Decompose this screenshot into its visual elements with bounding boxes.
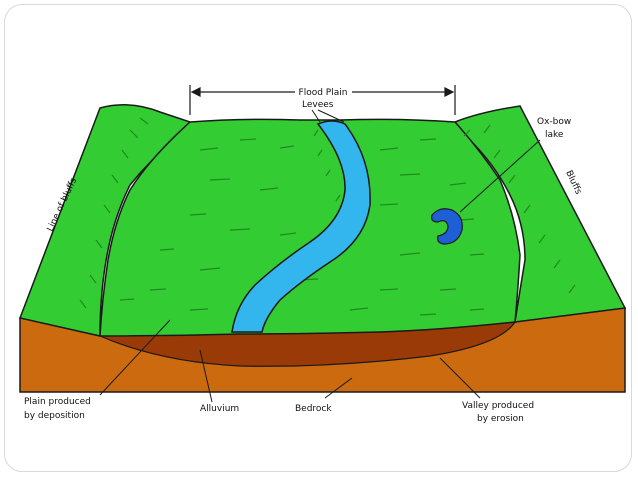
bedrock-label: Bedrock <box>295 404 332 414</box>
ox-bow-lake-label-line2: lake <box>545 130 564 140</box>
flood-plain-surface <box>99 118 521 337</box>
plain-label-line2: by deposition <box>24 411 85 421</box>
leader-lines <box>99 109 541 403</box>
plain-label-line1: Plain produced <box>24 397 91 407</box>
flood-plain-label: Flood Plain <box>299 88 348 98</box>
valley-label-line1: Valley produced <box>462 401 534 411</box>
alluvium-label: Alluvium <box>200 404 239 414</box>
left-bluff <box>18 104 192 337</box>
river <box>231 120 371 333</box>
bluffs-label: Bluffs <box>563 169 583 196</box>
grass-texture <box>79 117 576 316</box>
flood-plain-arrow <box>189 85 456 115</box>
levees-label: Levees <box>302 100 334 110</box>
valley-label-line2: by erosion <box>477 414 524 424</box>
ox-bow-lake <box>431 208 463 245</box>
ox-bow-lake-label-line1: Ox-bow <box>537 117 571 127</box>
right-bluff <box>453 105 627 323</box>
